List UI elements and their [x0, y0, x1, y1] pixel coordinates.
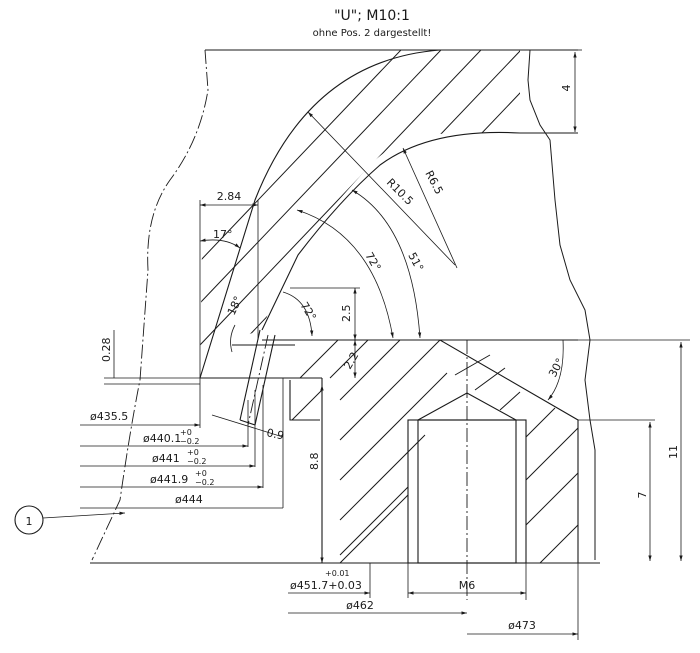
drawing-title: "U"; M10:1 [334, 8, 410, 24]
outer-arc [199, 49, 441, 379]
dim-0-28: 0.28 [100, 338, 113, 363]
dim-435-5: ø435.5 [90, 410, 128, 423]
position-marker-circle [14, 505, 44, 535]
body-outline [200, 339, 579, 564]
dim-444: ø444 [175, 493, 203, 506]
dim-2-5: 2.5 [340, 305, 353, 323]
angle-72-outer: 72° [362, 250, 383, 273]
dim-11: 11 [667, 445, 680, 459]
dim-451-7: ø451.7+0.03 [290, 579, 362, 592]
tol-440-1-upper: +0 [180, 428, 192, 437]
radius-line-10-5 [307, 111, 456, 266]
dim-441: ø441 [152, 452, 180, 465]
position-marker-leader [42, 511, 126, 519]
dim-8-8: 8.8 [308, 453, 321, 471]
dim-7: 7 [636, 492, 649, 499]
arc-hatching [200, 50, 520, 378]
right-break-line [527, 49, 596, 560]
tol-451-7-upper: +0.01 [325, 569, 350, 578]
dim-line-0-9 [211, 414, 284, 438]
angle-arc-30 [547, 339, 564, 401]
dim-2-84: 2.84 [217, 190, 242, 203]
radius-10-5: R10.5 [384, 176, 416, 208]
dim-440-1: ø440.1 [143, 432, 181, 445]
tol-441-lower: −0.2 [187, 457, 206, 466]
dim-2-2: 2.2 [341, 350, 361, 372]
angle-17: 17° [213, 228, 233, 241]
tol-441-9-upper: +0 [195, 469, 207, 478]
dim-4: 4 [560, 85, 573, 92]
dim-0-9: 0.9 [265, 426, 285, 442]
radius-line-6-5 [402, 147, 458, 269]
inner-arc [261, 131, 521, 331]
dim-m6: M6 [459, 579, 476, 592]
dim-473: ø473 [508, 619, 536, 632]
position-marker-label: 1 [26, 515, 33, 528]
angle-18: 18° [225, 294, 245, 317]
body-hatching [291, 339, 579, 564]
tol-441-upper: +0 [187, 448, 199, 457]
radius-6-5: R6.5 [422, 168, 445, 196]
tol-441-9-lower: −0.2 [195, 478, 214, 487]
dim-441-9: ø441.9 [150, 473, 188, 486]
angle-arc-17 [199, 238, 241, 249]
angle-arc-51 [351, 189, 422, 339]
angle-30: 30° [546, 356, 567, 379]
angle-arc-18 [230, 324, 236, 353]
drawing-subtitle: ohne Pos. 2 dargestellt! [313, 28, 432, 39]
dim-462: ø462 [346, 599, 374, 612]
tol-440-1-lower: −0.2 [180, 437, 199, 446]
slot-centerline [247, 334, 269, 426]
